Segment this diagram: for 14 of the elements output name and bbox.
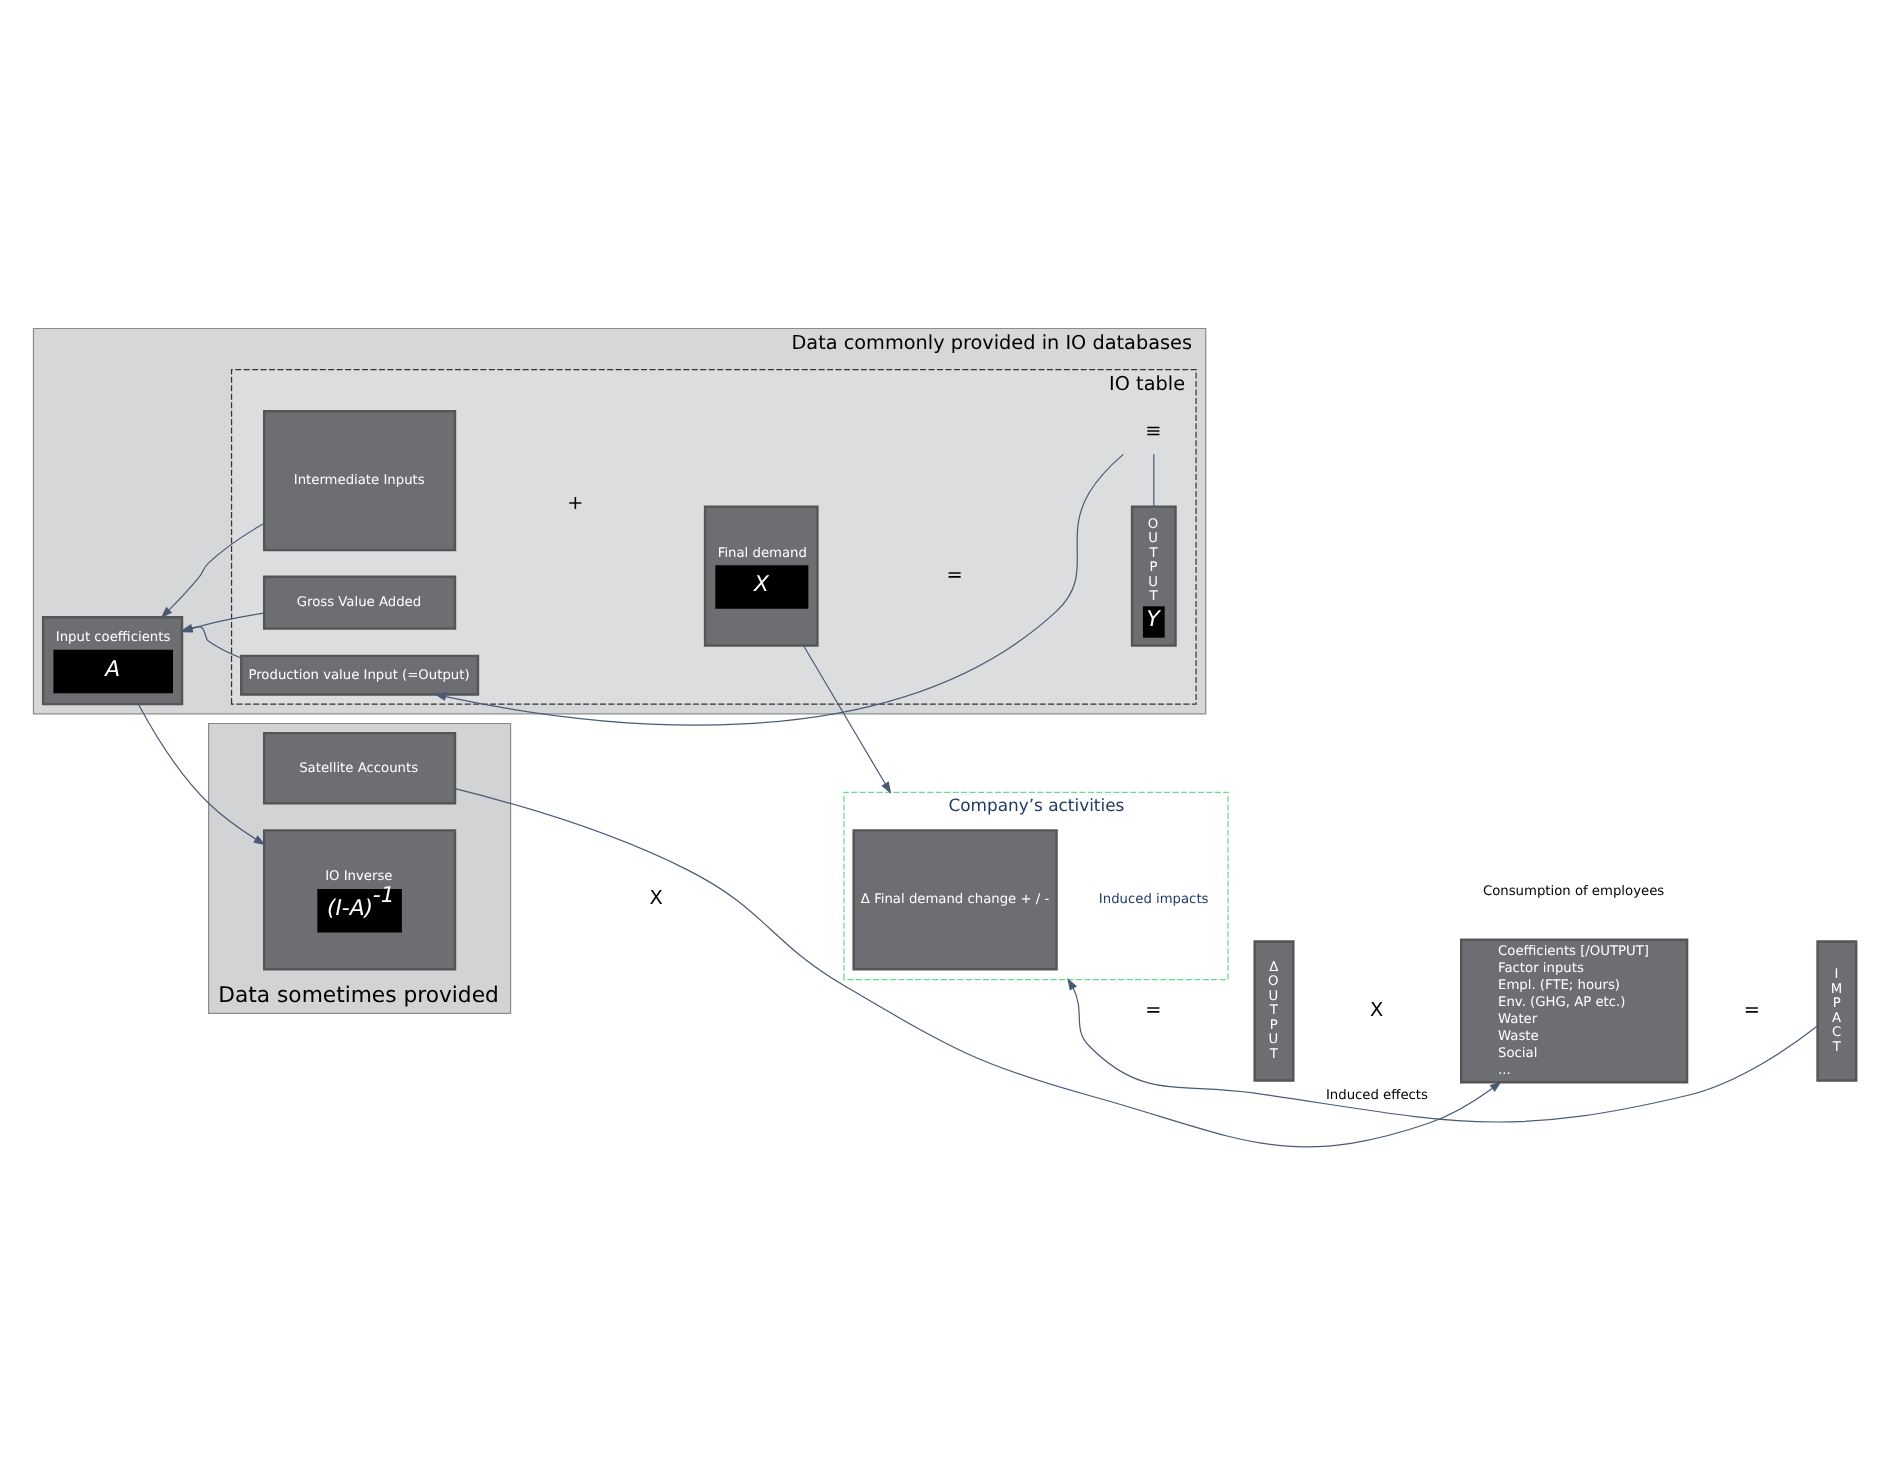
node-text: ≡ [1144,420,1161,443]
arrow [802,645,891,794]
arrow [1066,977,1818,1123]
label: = [1144,999,1161,1022]
arrow [453,788,1501,1148]
label: + [566,493,583,516]
arrow [159,522,264,619]
label: X [1369,999,1383,1022]
arrow [136,703,265,846]
label: = [945,564,962,587]
label: X [648,888,662,911]
label: = [1742,999,1760,1022]
arrow [433,453,1123,726]
connector [1152,453,1154,508]
